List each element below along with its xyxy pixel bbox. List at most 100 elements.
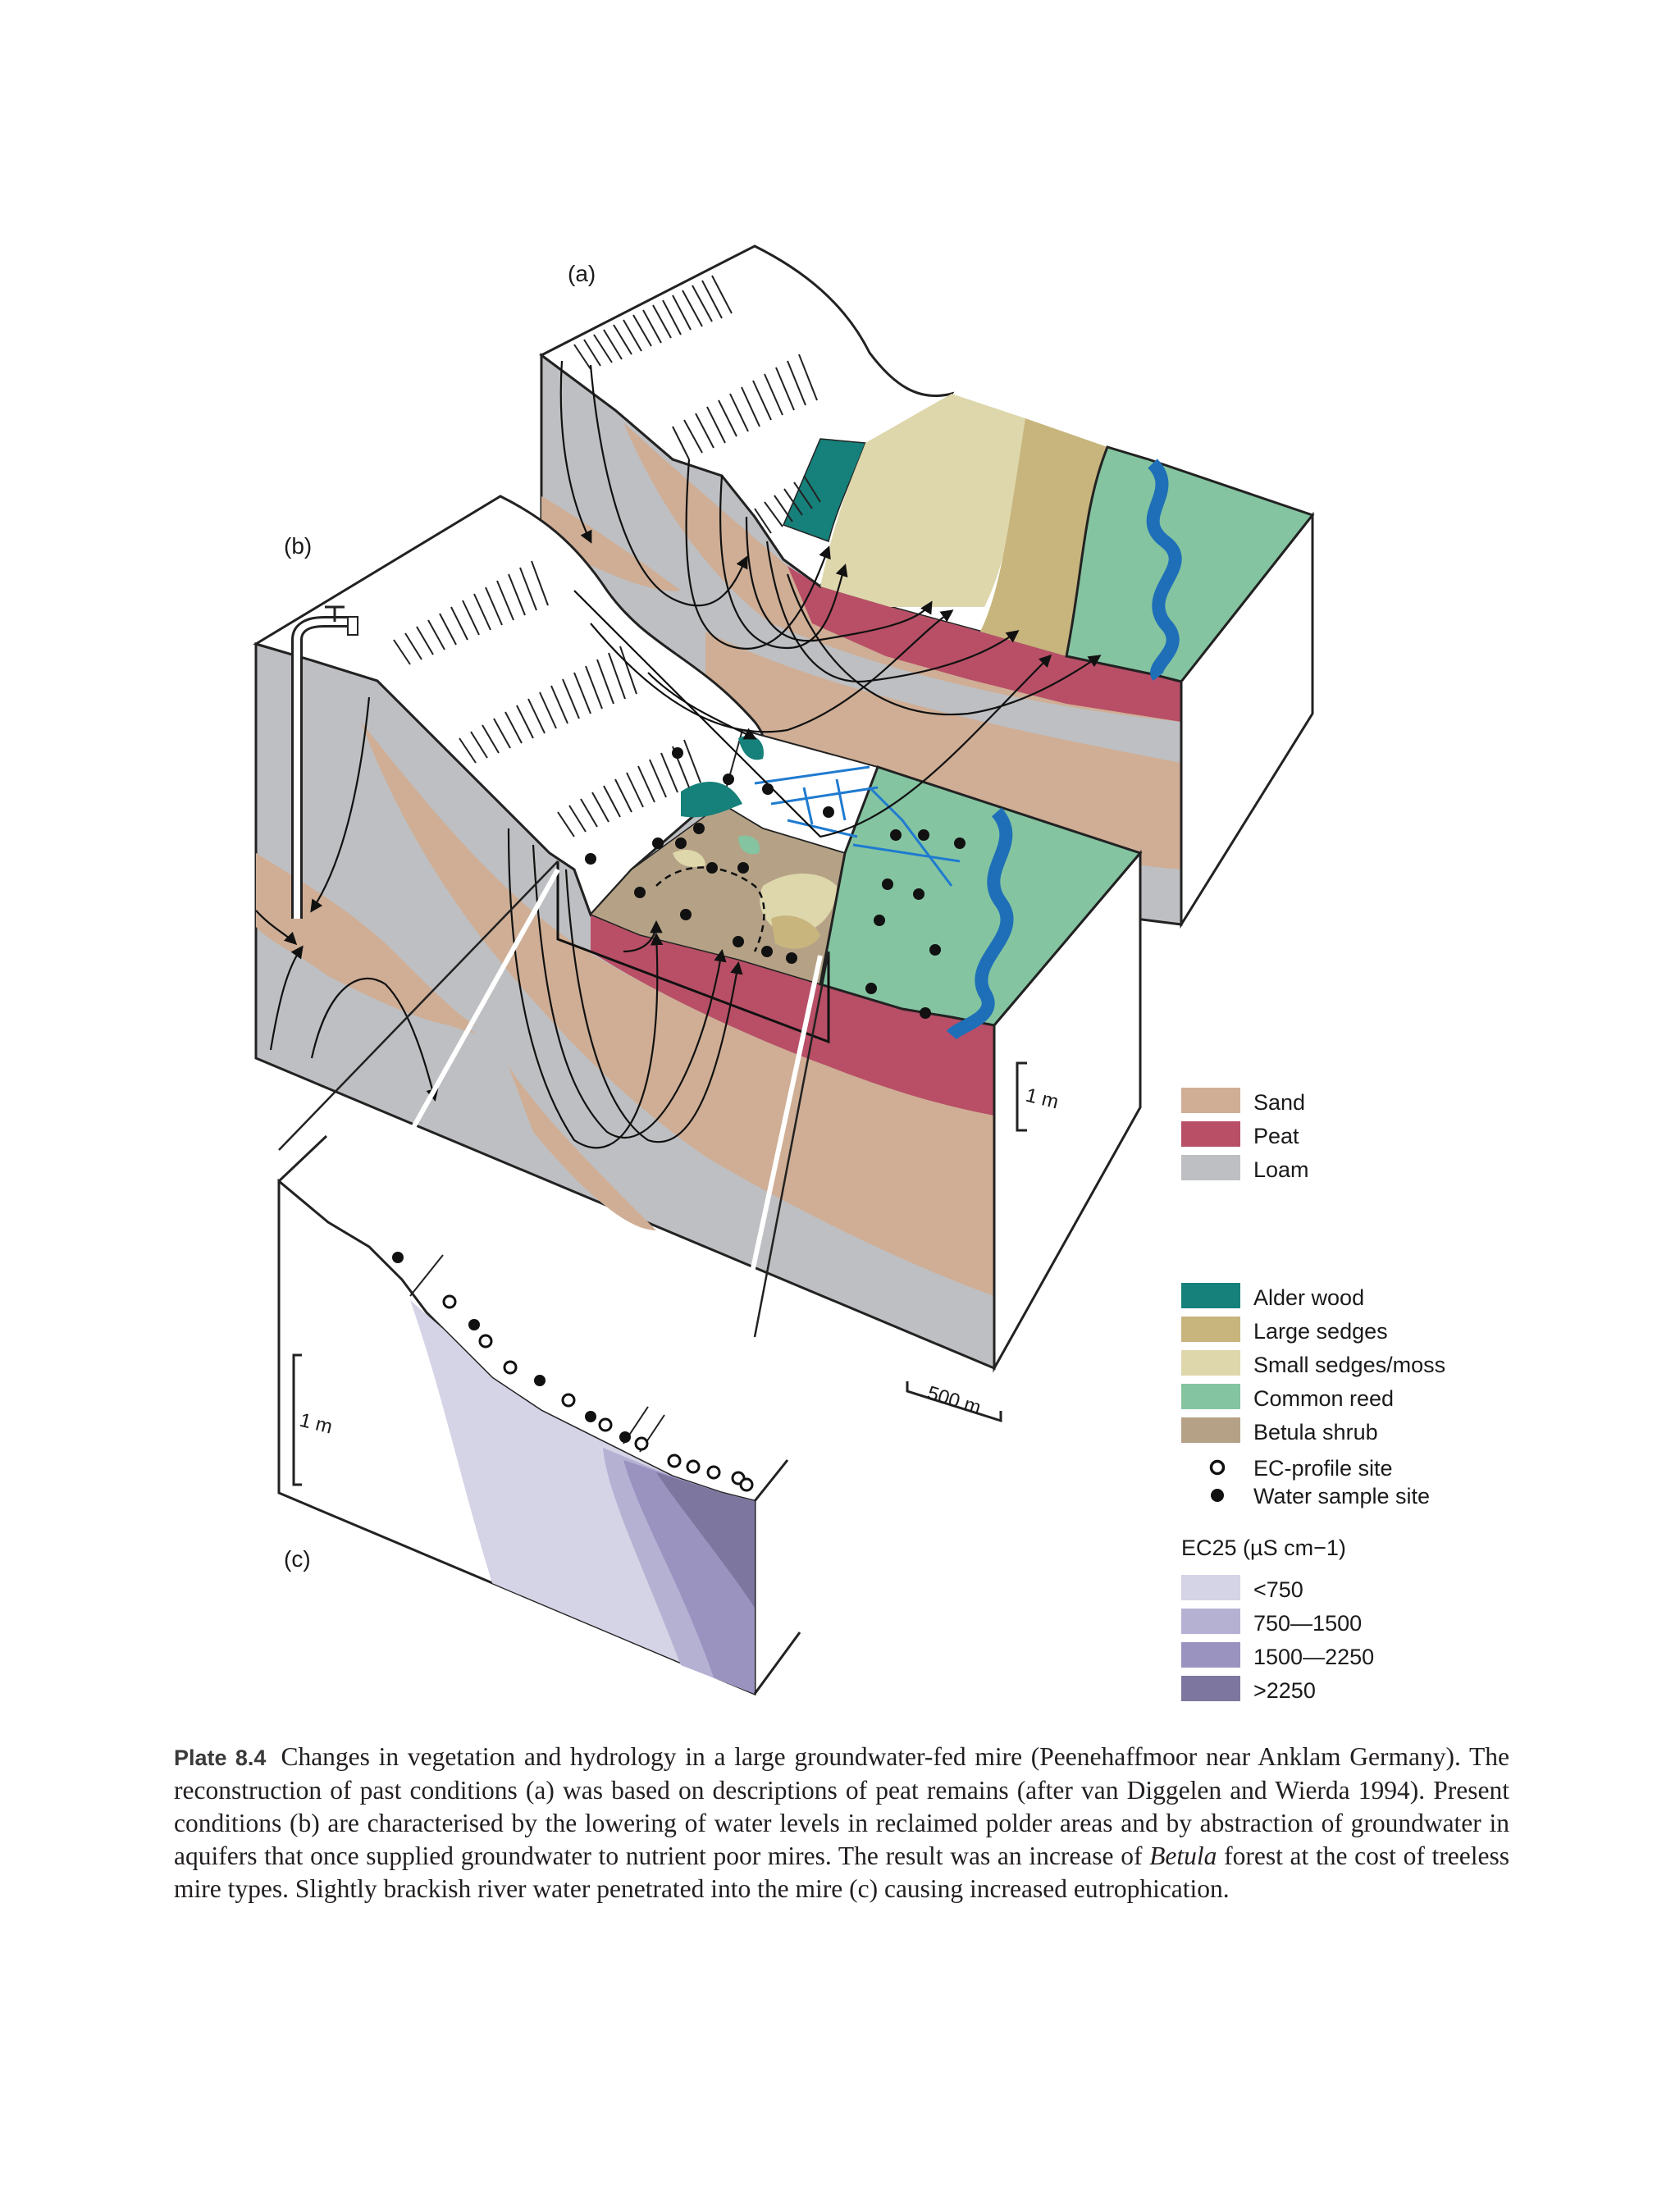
legend-item-betula-shrub: Betula shrub — [1181, 1417, 1378, 1444]
block-a-alder — [782, 438, 867, 542]
zoom-line-right-2 — [736, 955, 823, 1338]
legend-swatch-sand — [1181, 1088, 1240, 1113]
svg-text:Common reed: Common reed — [1253, 1386, 1394, 1411]
legend-item-sand: Sand — [1181, 1088, 1305, 1115]
block-b-small-sedges-2 — [673, 849, 705, 867]
legend-item-common-reed: Common reed — [1181, 1384, 1394, 1411]
svg-text:Large sedges: Large sedges — [1253, 1319, 1388, 1344]
water-sample-site — [929, 944, 941, 956]
svg-text:Loam: Loam — [1253, 1157, 1309, 1182]
panel-label-a: (a) — [568, 261, 596, 286]
water-sample-site — [634, 887, 646, 898]
legend-sites: EC-profile site Water sample site — [1209, 1456, 1430, 1508]
legend-item-ec-gt2250: >2250 — [1181, 1676, 1316, 1703]
water-sample-site — [823, 806, 834, 818]
block-a-small-sedges — [820, 394, 1025, 607]
legend-swatch-large-sedges — [1181, 1317, 1240, 1342]
block-b-common-reed-patch — [738, 835, 760, 855]
svg-text:Water sample site: Water sample site — [1253, 1484, 1430, 1508]
legend-item-water-sample-site: Water sample site — [1211, 1484, 1430, 1508]
legend-item-peat: Peat — [1181, 1121, 1299, 1148]
legend-item-ec-1500-2250: 1500—2250 — [1181, 1642, 1374, 1669]
water-sample-site — [737, 862, 749, 874]
block-b-alder-2 — [738, 735, 764, 760]
block-b-large-sedges — [771, 915, 820, 949]
legend-item-ec-lt750: <750 — [1181, 1575, 1303, 1602]
legend-item-large-sedges: Large sedges — [1181, 1317, 1388, 1344]
block-b-sand-b — [345, 943, 476, 1034]
legend-item-ec-profile-site: EC-profile site — [1209, 1456, 1393, 1481]
ec-profile-site — [739, 1477, 754, 1492]
water-sample-site — [706, 862, 718, 874]
block-b-dashed-line — [655, 866, 765, 952]
filled-circle-icon — [1211, 1489, 1224, 1502]
water-sample-site — [913, 888, 924, 900]
water-sample-site — [890, 829, 902, 841]
panel-label-b: (b) — [284, 533, 312, 559]
legend-swatch-ec-gt2250 — [1181, 1676, 1240, 1701]
legend-swatch-ec-lt750 — [1181, 1575, 1240, 1600]
water-sample-site — [468, 1319, 480, 1330]
water-sample-site — [672, 747, 683, 759]
block-b-inset-frame — [556, 861, 830, 1044]
ec-profile-site — [706, 1465, 721, 1480]
inset-c: 1 m — [277, 860, 830, 1696]
water-sample-site — [675, 837, 687, 849]
water-sample-site — [392, 1252, 404, 1263]
legend-swatch-betula-shrub — [1181, 1417, 1240, 1443]
plate-label: Plate 8.4 — [174, 1746, 267, 1770]
open-circle-icon — [1209, 1459, 1226, 1476]
legend-swatch-ec-750-1500 — [1181, 1609, 1240, 1634]
caption-text-after: forest at the cost of treeless mire type… — [174, 1841, 1509, 1903]
block-b-river — [946, 807, 1014, 1040]
block-b — [253, 495, 1143, 1373]
block-a-river — [1146, 459, 1182, 681]
svg-text:Sand: Sand — [1253, 1090, 1305, 1115]
water-sample-site — [762, 783, 774, 795]
legend-ec: EC25 (µS cm−1) <750 750—1500 1500—2250 >… — [1181, 1536, 1374, 1703]
water-sample-site — [865, 983, 877, 994]
water-sample-site — [585, 853, 596, 865]
panel-label-c: (c) — [284, 1546, 311, 1572]
legend-item-ec-750-1500: 750—1500 — [1181, 1609, 1362, 1636]
ec-profile-site — [598, 1417, 613, 1432]
legend-swatch-ec-1500-2250 — [1181, 1642, 1240, 1668]
well-pump-icon — [291, 605, 358, 919]
legend-swatch-alder-wood — [1181, 1283, 1240, 1308]
legend-item-loam: Loam — [1181, 1155, 1309, 1182]
block-b-sand-main — [361, 722, 994, 1296]
zoom-line-right — [753, 951, 830, 1338]
svg-text:1500—2250: 1500—2250 — [1253, 1645, 1374, 1669]
svg-text:Alder wood: Alder wood — [1253, 1285, 1364, 1310]
water-sample-site — [733, 936, 744, 947]
water-sample-site — [920, 1007, 931, 1019]
legend-swatch-loam — [1181, 1155, 1240, 1180]
block-b-alder-1 — [681, 782, 742, 818]
block-b-flowlines — [255, 590, 1052, 1149]
block-b-sand-a — [256, 853, 476, 1027]
water-sample-site — [786, 952, 797, 964]
svg-text:<750: <750 — [1253, 1577, 1303, 1602]
block-b-water-sample-sites — [585, 747, 966, 1019]
water-sample-site — [954, 837, 966, 849]
legend-vegetation: Alder wood Large sedges Small sedges/mos… — [1181, 1283, 1445, 1444]
block-a-peat — [788, 566, 1181, 722]
horizontal-scale-bar — [906, 1381, 1002, 1423]
legend-soil: Sand Peat Loam — [1181, 1088, 1309, 1182]
zoom-line-left — [278, 860, 559, 1151]
svg-text:Peat: Peat — [1253, 1124, 1299, 1148]
block-b-hachures — [393, 560, 701, 837]
water-sample-site — [585, 1411, 596, 1422]
water-sample-site — [680, 909, 692, 920]
water-sample-site — [619, 1431, 631, 1443]
block-a-right-face — [1180, 511, 1314, 929]
svg-text:>2250: >2250 — [1253, 1678, 1316, 1703]
legend-ec-title: EC25 (µS cm−1) — [1181, 1536, 1346, 1560]
svg-text:EC-profile site: EC-profile site — [1253, 1456, 1393, 1481]
water-sample-site — [534, 1375, 546, 1386]
block-b-peat — [591, 915, 994, 1116]
inset-scale-bar — [292, 1353, 302, 1486]
caption-italic-term: Betula — [1149, 1841, 1217, 1870]
legend-item-small-sedges: Small sedges/moss — [1181, 1350, 1445, 1377]
